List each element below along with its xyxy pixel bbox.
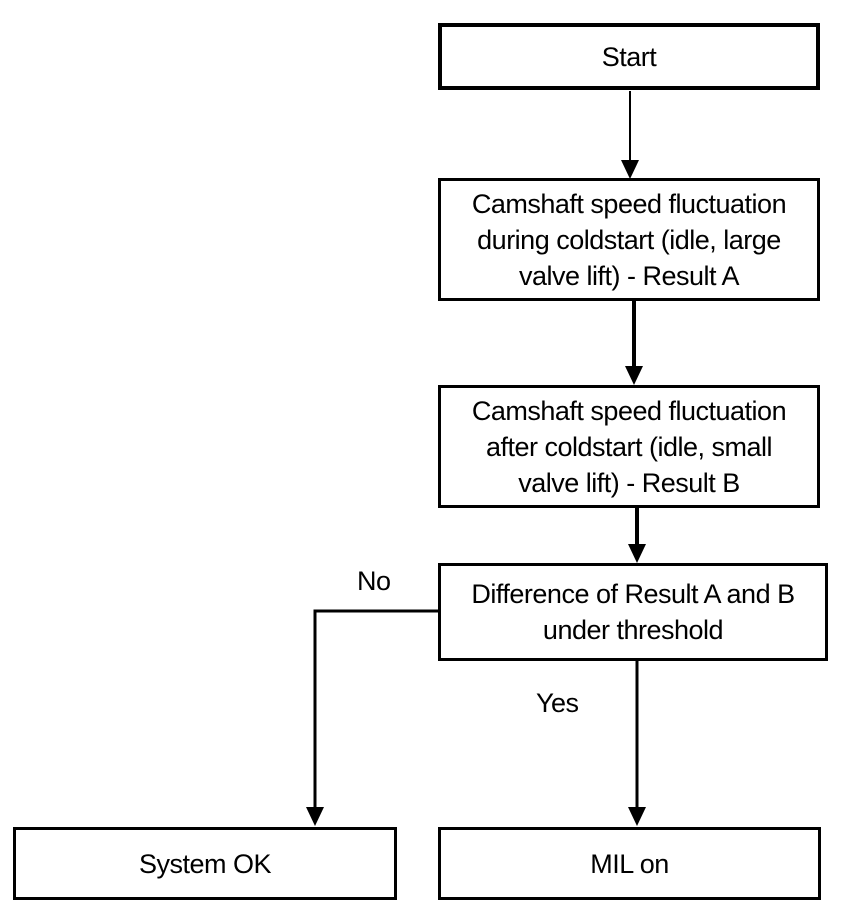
node-mil-on: MIL on — [438, 827, 821, 900]
node-start: Start — [438, 23, 820, 90]
edge-label-no: No — [357, 566, 391, 596]
edge-label-yes: Yes — [536, 688, 579, 718]
node-decision: Difference of Result A and B under thres… — [438, 563, 828, 661]
edge-result-a-to-result-b — [625, 301, 643, 385]
node-result-b: Camshaft speed fluctuation after coldsta… — [438, 385, 820, 508]
node-decision-label: Difference of Result A and B under thres… — [471, 579, 795, 645]
edge-start-to-result-a — [621, 91, 639, 179]
node-start-label: Start — [601, 41, 657, 72]
edge-decision-to-mil-on — [628, 661, 646, 826]
node-result-b-label: Camshaft speed fluctuation after coldsta… — [471, 395, 787, 498]
edge-decision-to-system-ok — [306, 609, 438, 826]
edge-result-b-to-decision — [628, 508, 646, 563]
node-system-ok: System OK — [13, 827, 397, 900]
node-result-a: Camshaft speed fluctuation during coldst… — [438, 178, 820, 301]
node-mil-on-label: MIL on — [590, 848, 669, 879]
node-system-ok-label: System OK — [138, 848, 272, 879]
node-result-a-label: Camshaft speed fluctuation during coldst… — [471, 188, 787, 291]
